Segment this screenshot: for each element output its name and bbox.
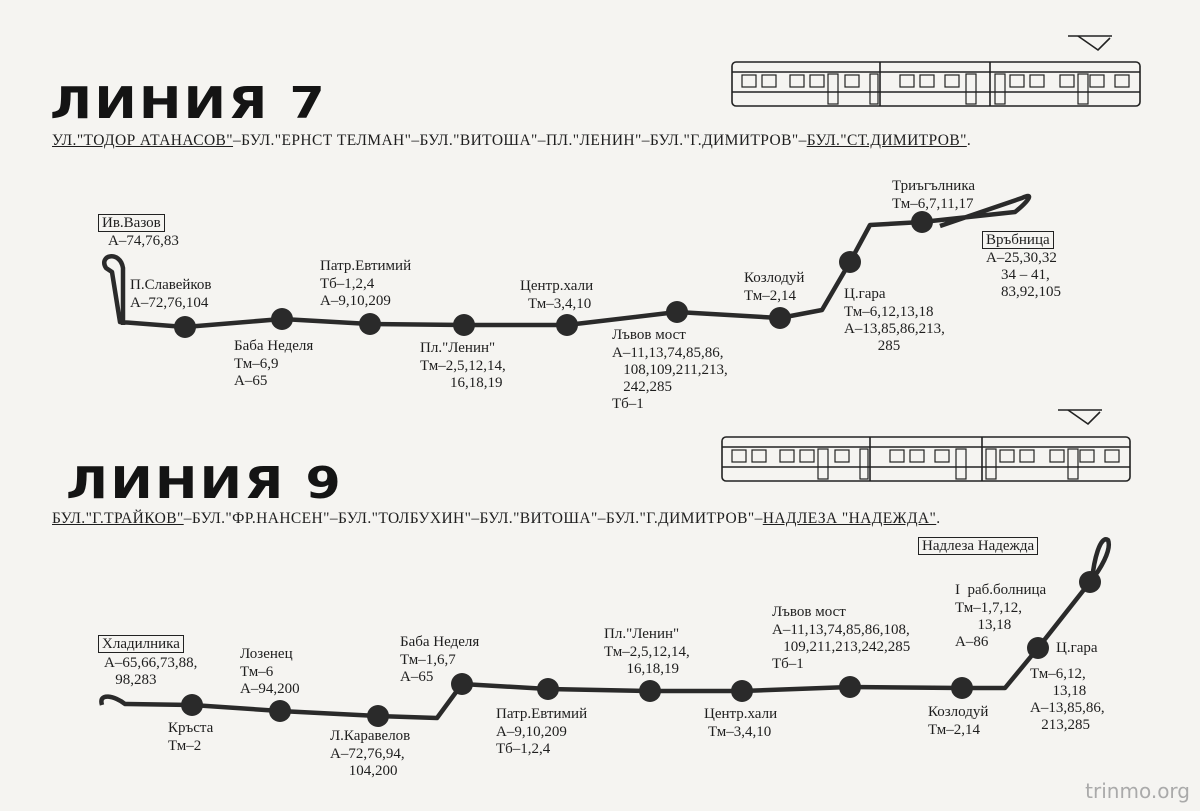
- line9-title: ЛИНИЯ 9: [66, 458, 343, 509]
- terminus-box: Ив.Вазов: [98, 214, 165, 232]
- stop-label-i-rab-bolnitsa: I раб.болница: [955, 582, 1047, 598]
- stop-marker-lvov-most: [556, 314, 578, 336]
- stop-info-lvov-most: А–11,13,74,85,86, 108,109,211,213, 242,2…: [612, 345, 728, 412]
- stop-label-baba-nedelya: Баба Неделя: [234, 338, 314, 354]
- line7-route-segment: –: [798, 132, 807, 149]
- stop-info-triagalnika: Тм–6,7,11,17: [892, 196, 974, 212]
- stop-marker-i-rab-bolnitsa: [1079, 571, 1101, 593]
- line7-route-description: УЛ."ТОДОР АТАНАСОВ"–БУЛ."ЕРНСТ ТЕЛМАН"–Б…: [52, 132, 971, 150]
- stop-info-hladilnika: А–65,66,73,88, 98,283: [104, 655, 198, 688]
- stop-marker-triagalnika: [911, 211, 933, 233]
- stop-info-centr-hali: Тм–3,4,10: [528, 296, 592, 312]
- stop-info-centr-hali: Тм–3,4,10: [708, 724, 772, 740]
- stop-marker-kozloduy: [951, 677, 973, 699]
- stop-marker-kozloduy: [769, 307, 791, 329]
- stop-info-krasta: Тм–2: [168, 738, 202, 754]
- stop-label-nadleza-nadezhda: Надлеза Надежда: [918, 537, 1039, 555]
- line7-title: ЛИНИЯ 7: [50, 78, 327, 129]
- line9-track: [99, 537, 1112, 721]
- line9-route-segment: БУЛ."Г.ТРАЙКОВ": [52, 510, 184, 527]
- tram-illustration-line7: [731, 35, 1141, 107]
- terminus-box: Надлеза Надежда: [918, 537, 1039, 555]
- stop-info-vrabnitsa: А–25,30,32 34 – 41, 83,92,105: [986, 250, 1061, 300]
- stop-marker-patr-evtimiy: [537, 678, 559, 700]
- line9-route-description: БУЛ."Г.ТРАЙКОВ"–БУЛ."ФР.НАНСЕН"–БУЛ."ТОЛ…: [52, 510, 941, 528]
- line9-route-segment: –БУЛ."ТОЛБУХИН": [329, 510, 472, 527]
- stop-info-i-rab-bolnitsa: Тм–1,7,12, 13,18 А–86: [955, 600, 1023, 650]
- stop-label-lvov-most: Лъвов мост: [612, 327, 686, 343]
- line9-route-segment: –: [754, 510, 763, 527]
- terminus-box: Хладилника: [98, 635, 184, 653]
- stop-marker-pl-lenin: [639, 680, 661, 702]
- stop-marker-centr-hali: [453, 314, 475, 336]
- line7-route-segment: –БУЛ."ЕРНСТ ТЕЛМАН": [233, 132, 412, 149]
- line9-route-segment: –БУЛ."Г.ДИМИТРОВ": [597, 510, 755, 527]
- stop-label-kozloduy: Козлодуй: [928, 704, 989, 720]
- stop-info-baba-nedelya: Тм–6,9 А–65: [234, 356, 279, 389]
- stop-label-centr-hali: Центр.хали: [520, 278, 594, 294]
- stop-marker-lozenets: [269, 700, 291, 722]
- stop-label-centr-hali: Центр.хали: [704, 706, 778, 722]
- stop-marker-ts-gara: [839, 251, 861, 273]
- stop-marker-lvov-most-2: [666, 301, 688, 323]
- stop-label-iv-vazov: Ив.Вазов: [98, 214, 165, 232]
- stop-marker-centr-hali: [731, 680, 753, 702]
- stop-marker-l-karavelov: [367, 705, 389, 727]
- line9-stop-markers: [181, 571, 1101, 727]
- line7-route-segment: –ПЛ."ЛЕНИН": [537, 132, 642, 149]
- stop-info-lozenets: Тм–6 А–94,200: [240, 664, 300, 697]
- tram-illustration-line9: [721, 409, 1131, 482]
- stop-info-p-slaveykov: А–72,76,104: [130, 295, 209, 311]
- stop-info-ts-gara: Тм–6,12, 13,18 А–13,85,86, 213,285: [1030, 666, 1105, 733]
- stop-info-ts-gara: Тм–6,12,13,18 А–13,85,86,213, 285: [844, 304, 945, 354]
- stop-info-baba-nedelya: Тм–1,6,7 А–65: [400, 652, 456, 685]
- stop-marker-pl-lenin: [359, 313, 381, 335]
- stop-label-lozenets: Лозенец: [240, 646, 293, 662]
- stop-label-ts-gara: Ц.гара: [844, 286, 886, 302]
- terminus-box: Връбница: [982, 231, 1054, 249]
- line9-route-segment: –БУЛ."ВИТОША": [471, 510, 598, 527]
- stop-info-lvov-most: А–11,13,74,85,86,108, 109,211,213,242,28…: [772, 622, 911, 672]
- stop-info-pl-lenin: Тм–2,5,12,14, 16,18,19: [604, 644, 690, 677]
- stop-marker-ts-gara: [1027, 637, 1049, 659]
- stop-label-vrabnitsa: Връбница: [982, 231, 1054, 249]
- line7-route-segment: .: [966, 132, 972, 149]
- line7-route-segment: –БУЛ."Г.ДИМИТРОВ": [641, 132, 799, 149]
- stop-label-patr-evtimiy: Патр.Евтимий: [320, 258, 412, 274]
- line7-stop-markers: [174, 211, 933, 338]
- stop-info-kozloduy: Тм–2,14: [744, 288, 797, 304]
- stop-marker-lvov-most: [839, 676, 861, 698]
- stop-label-pl-lenin: Пл."Ленин": [420, 340, 496, 356]
- stop-marker-baba-nedelya: [174, 316, 196, 338]
- line9-route-segment: .: [936, 510, 941, 527]
- line7-route-segment: БУЛ."СТ.ДИМИТРОВ": [806, 132, 967, 149]
- stop-label-patr-evtimiy: Патр.Евтимий: [496, 706, 588, 722]
- line9-route-segment: –БУЛ."ФР.НАНСЕН": [183, 510, 330, 527]
- stop-label-ts-gara: Ц.гара: [1056, 640, 1098, 656]
- stop-label-hladilnika: Хладилника: [98, 635, 184, 653]
- line7-route-segment: –БУЛ."ВИТОША": [411, 132, 538, 149]
- stop-label-kozloduy: Козлодуй: [744, 270, 805, 286]
- stop-label-l-karavelov: Л.Каравелов: [330, 728, 411, 744]
- stop-marker-baba-nedelya: [451, 673, 473, 695]
- stop-info-pl-lenin: Тм–2,5,12,14, 16,18,19: [420, 358, 506, 391]
- stop-info-patr-evtimiy: Тб–1,2,4 А–9,10,209: [320, 276, 391, 309]
- stop-label-baba-nedelya: Баба Неделя: [400, 634, 480, 650]
- stop-label-krasta: Кръста: [168, 720, 214, 736]
- stop-info-patr-evtimiy: А–9,10,209 Тб–1,2,4: [496, 724, 567, 757]
- stop-label-triagalnika: Триъгълника: [892, 178, 976, 194]
- stop-info-kozloduy: Тм–2,14: [928, 722, 981, 738]
- stop-marker-patr-evtimiy: [271, 308, 293, 330]
- line7-route-segment: УЛ."ТОДОР АТАНАСОВ": [52, 132, 234, 149]
- stop-marker-krasta: [181, 694, 203, 716]
- stop-info-l-karavelov: А–72,76,94, 104,200: [330, 746, 405, 779]
- watermark: trinmo.org: [1085, 779, 1190, 803]
- stop-label-pl-lenin: Пл."Ленин": [604, 626, 680, 642]
- line9-route-segment: НАДЛЕЗА "НАДЕЖДА": [762, 510, 937, 527]
- stop-info-iv-vazov: А–74,76,83: [108, 233, 179, 249]
- stop-label-lvov-most: Лъвов мост: [772, 604, 846, 620]
- stop-label-p-slaveykov: П.Славейков: [130, 277, 212, 293]
